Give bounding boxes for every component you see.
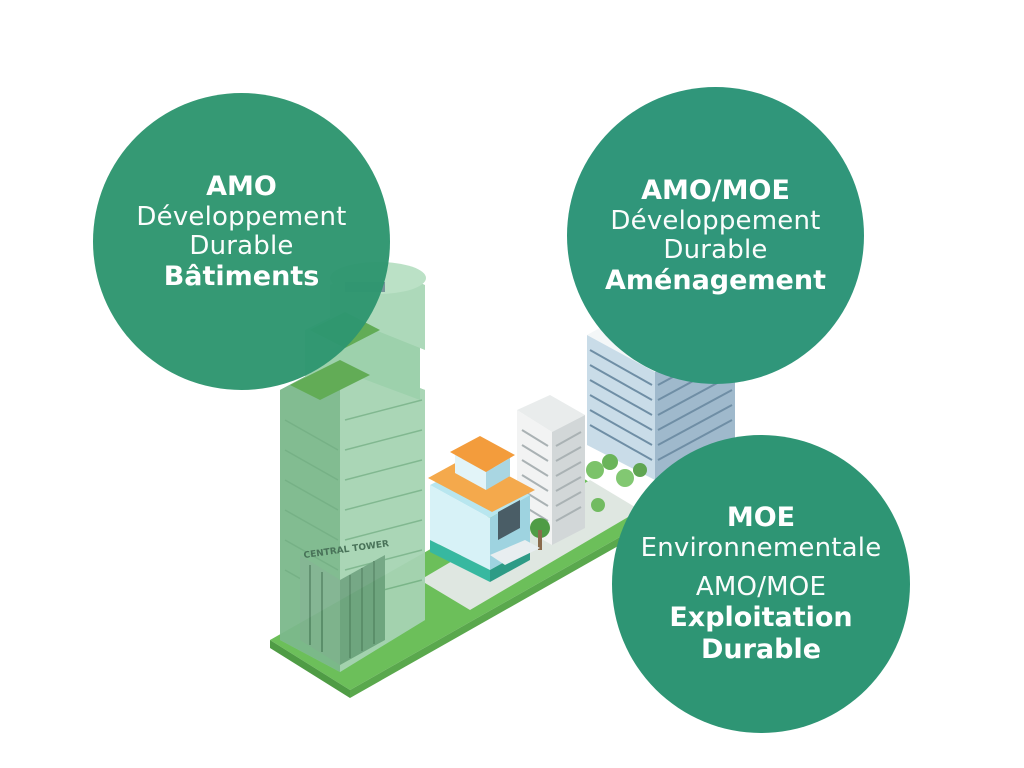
bubble-line: Développement [136, 201, 347, 232]
bubble-line: Durable [189, 230, 294, 261]
bubble-subject: Aménagement [605, 264, 826, 296]
bubble-amo-batiments: AMO Développement Durable Bâtiments [93, 93, 390, 390]
bubble-title: AMO/MOE [641, 174, 790, 206]
bubble-line: Durable [663, 234, 768, 265]
bubble-amo-moe-amenagement: AMO/MOE Développement Durable Aménagemen… [567, 87, 864, 384]
bubble-moe-exploitation: MOE Environnementale AMO/MOE Exploitatio… [612, 435, 910, 733]
bubble-title: MOE [726, 502, 796, 533]
main-green-tower: CENTRAL TOWER [280, 262, 426, 672]
bubble-line: Développement [610, 205, 821, 236]
bubble-subject: Bâtiments [163, 260, 320, 292]
park-trees [530, 454, 647, 550]
bubble-line: AMO/MOE [695, 572, 827, 602]
bubble-subject: Durable [700, 634, 822, 665]
small-house [428, 436, 540, 582]
bubble-title: AMO [206, 170, 277, 202]
bubble-subject: Exploitation [669, 602, 853, 633]
bubble-line: Environnementale [640, 533, 882, 563]
